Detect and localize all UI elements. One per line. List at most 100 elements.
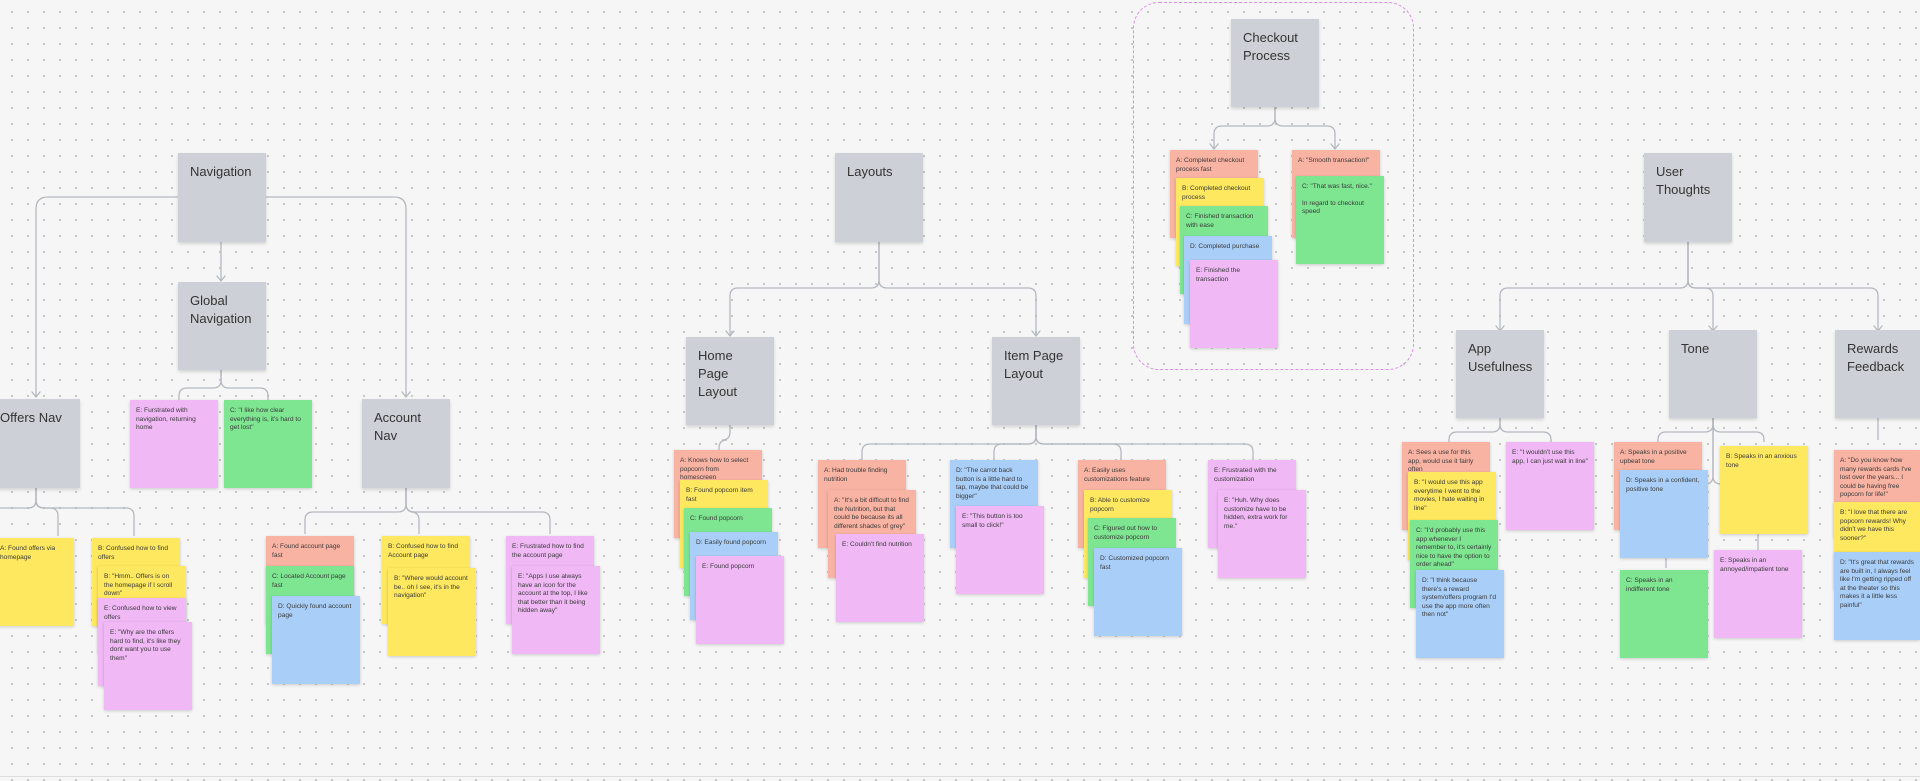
connector-usefulness-a [1448, 418, 1501, 442]
note-text: D: Quickly found account page [278, 603, 352, 619]
sticky-note[interactable]: E: "Huh. Why does customize have to be h… [1218, 490, 1306, 578]
note-text: C: Speaks in an indifferent tone [1626, 577, 1673, 593]
note-text: A: Easily uses customizations feature [1084, 467, 1150, 483]
arrowhead [216, 275, 226, 283]
note-text: C: Found popcorn [690, 515, 743, 522]
sticky-note[interactable]: A: Found offers via homepage [0, 538, 74, 626]
note-text: C: Finished transaction with ease [1186, 213, 1254, 229]
sticky-note[interactable]: E: Furstrated with navigation, returning… [130, 400, 218, 488]
note-text: A: Found offers via homepage [0, 545, 56, 561]
note-text: E: Frustrated how to find the account pa… [512, 543, 584, 559]
sticky-note[interactable]: D: Quickly found account page [272, 596, 360, 684]
node-tone[interactable]: Tone [1669, 330, 1757, 418]
note-text: E: Found popcorn [702, 563, 755, 570]
note-text: E: Furstrated with navigation, returning… [136, 407, 196, 432]
note-text: E: Confused how to view offers [104, 605, 177, 621]
node-item-page-layout[interactable]: Item Page Layout [992, 337, 1080, 425]
node-offers-nav[interactable]: Offers Nav [0, 399, 80, 488]
sticky-note[interactable]: B: "Where would account be.. oh I see, i… [388, 568, 476, 656]
connector-offers-mid [35, 488, 59, 536]
note-text: D: "The carrot back button is a little h… [956, 467, 1029, 500]
note-text: D: Speaks in a confident, positive tone [1626, 477, 1700, 493]
node-label: Home Page Layout [698, 348, 738, 399]
sticky-note[interactable]: E: "Why are the offers hard to find, it'… [104, 622, 192, 710]
arrowhead [31, 391, 41, 399]
arrowhead [1031, 330, 1041, 338]
sticky-note[interactable]: D: "It's great that rewards are built in… [1834, 552, 1920, 640]
note-text: B: Found popcorn item fast [686, 487, 753, 503]
node-checkout-process[interactable]: Checkout Process [1231, 19, 1319, 107]
node-layouts[interactable]: Layouts [835, 153, 923, 242]
node-user-thoughts[interactable]: User Thoughts [1644, 153, 1732, 242]
node-global-navigation[interactable]: Global Navigation [178, 282, 266, 370]
connector-thoughts-usefulness [1499, 242, 1689, 330]
connector-layouts-home [729, 242, 880, 335]
note-text: In regard to checkout speed [1302, 199, 1364, 216]
arrowhead [725, 330, 735, 338]
node-label: Account Nav [374, 410, 421, 443]
sticky-note[interactable]: C: Speaks in an indifferent tone [1620, 570, 1708, 658]
note-text: A: Speaks in a positive upbeat tone [1620, 449, 1687, 465]
connector-navigation-account [265, 196, 407, 396]
note-text: B: Confused how to find offers [98, 545, 169, 561]
note-text: B: "I would use this app everytime I wen… [1414, 479, 1485, 512]
node-label: Global Navigation [190, 293, 252, 326]
sticky-note[interactable]: C: "That was fast, nice."In regard to ch… [1296, 176, 1384, 264]
note-text: D: Easily found popcorn [696, 539, 767, 546]
sticky-note[interactable]: D: Customized popcorn fast [1094, 548, 1182, 636]
note-text: D: "I think because there's a reward sys… [1422, 577, 1497, 619]
node-home-page-layout[interactable]: Home Page Layout [686, 337, 774, 425]
sticky-note[interactable]: E: "This button is too small to click!" [956, 506, 1044, 594]
connector-thoughts-rewards [1687, 242, 1879, 330]
node-navigation[interactable]: Navigation [178, 153, 266, 242]
sticky-note[interactable]: E: Finished the transaction [1190, 260, 1278, 348]
connector-account-a [304, 488, 407, 534]
node-label: User Thoughts [1656, 164, 1711, 197]
connector-account-e [405, 488, 551, 534]
sticky-note[interactable]: E: Speaks in an annoyed/impatient tone [1714, 550, 1802, 638]
note-text: B: "I love that there are popcorn reward… [1840, 509, 1908, 542]
connector-item-e [1035, 425, 1254, 460]
connector-home-notes [718, 425, 731, 450]
connector-item-d [993, 425, 1037, 460]
sticky-note[interactable]: D: Speaks in a confident, positive tone [1620, 470, 1708, 558]
note-text: E: "I wouldn't use this app, I can just … [1512, 449, 1589, 465]
sticky-note[interactable]: D: "I think because there's a reward sys… [1416, 570, 1504, 658]
sticky-note[interactable]: E: "I wouldn't use this app, I can just … [1506, 442, 1594, 530]
checkout-section-frame[interactable] [1133, 2, 1414, 370]
note-text: A: Sees a use for this app, would use it… [1408, 449, 1474, 474]
note-text: A: Found account page fast [272, 543, 341, 559]
node-rewards-feedback[interactable]: Rewards Feedback [1835, 330, 1920, 418]
node-label: Layouts [847, 164, 893, 179]
note-text: B: "Hmm.. Offers is on the homepage if I… [104, 573, 173, 598]
connector-global-e [178, 370, 222, 400]
connector-navigation-offers [35, 196, 178, 396]
note-text: C: Figured out how to customize popcorn [1094, 525, 1158, 541]
note-text: B: Completed checkout process [1182, 185, 1251, 201]
sticky-note[interactable]: E: "Apps I use always have an icon for t… [512, 566, 600, 654]
note-text: B: Confused how to find Account page [388, 543, 459, 559]
connector-tone-a [1657, 418, 1714, 442]
note-text: B: Able to customize popcorn [1090, 497, 1150, 513]
node-app-usefulness[interactable]: App Usefulness [1456, 330, 1544, 418]
connector-global-c [220, 370, 269, 400]
sticky-note[interactable]: E: Found popcorn [696, 556, 784, 644]
node-account-nav[interactable]: Account Nav [362, 399, 450, 488]
connector-thoughts-tone [1687, 242, 1714, 330]
note-text: E: "Why are the offers hard to find, it'… [110, 629, 181, 662]
canvas-divider [0, 776, 1920, 777]
note-text: B: Speaks in an anxious tone [1726, 453, 1797, 469]
node-label: Item Page Layout [1004, 348, 1064, 381]
sticky-note[interactable]: E: Couldn't find nutrition [836, 534, 924, 622]
note-text: E: Speaks in an annoyed/impatient tone [1720, 557, 1789, 573]
sticky-note[interactable]: B: Speaks in an anxious tone [1720, 446, 1808, 534]
node-label: Checkout Process [1243, 30, 1298, 63]
note-text: C: "I'd probably use this app whenever I… [1416, 527, 1492, 569]
note-text: A: Completed checkout process fast [1176, 157, 1245, 173]
note-text: A: "Smooth transaction!" [1298, 157, 1370, 164]
connector-account-b [405, 488, 420, 534]
sticky-note[interactable]: C: "I like how clear everything is, it's… [224, 400, 312, 488]
connector-item-a [861, 425, 1037, 460]
connector-offers-a [0, 488, 37, 509]
